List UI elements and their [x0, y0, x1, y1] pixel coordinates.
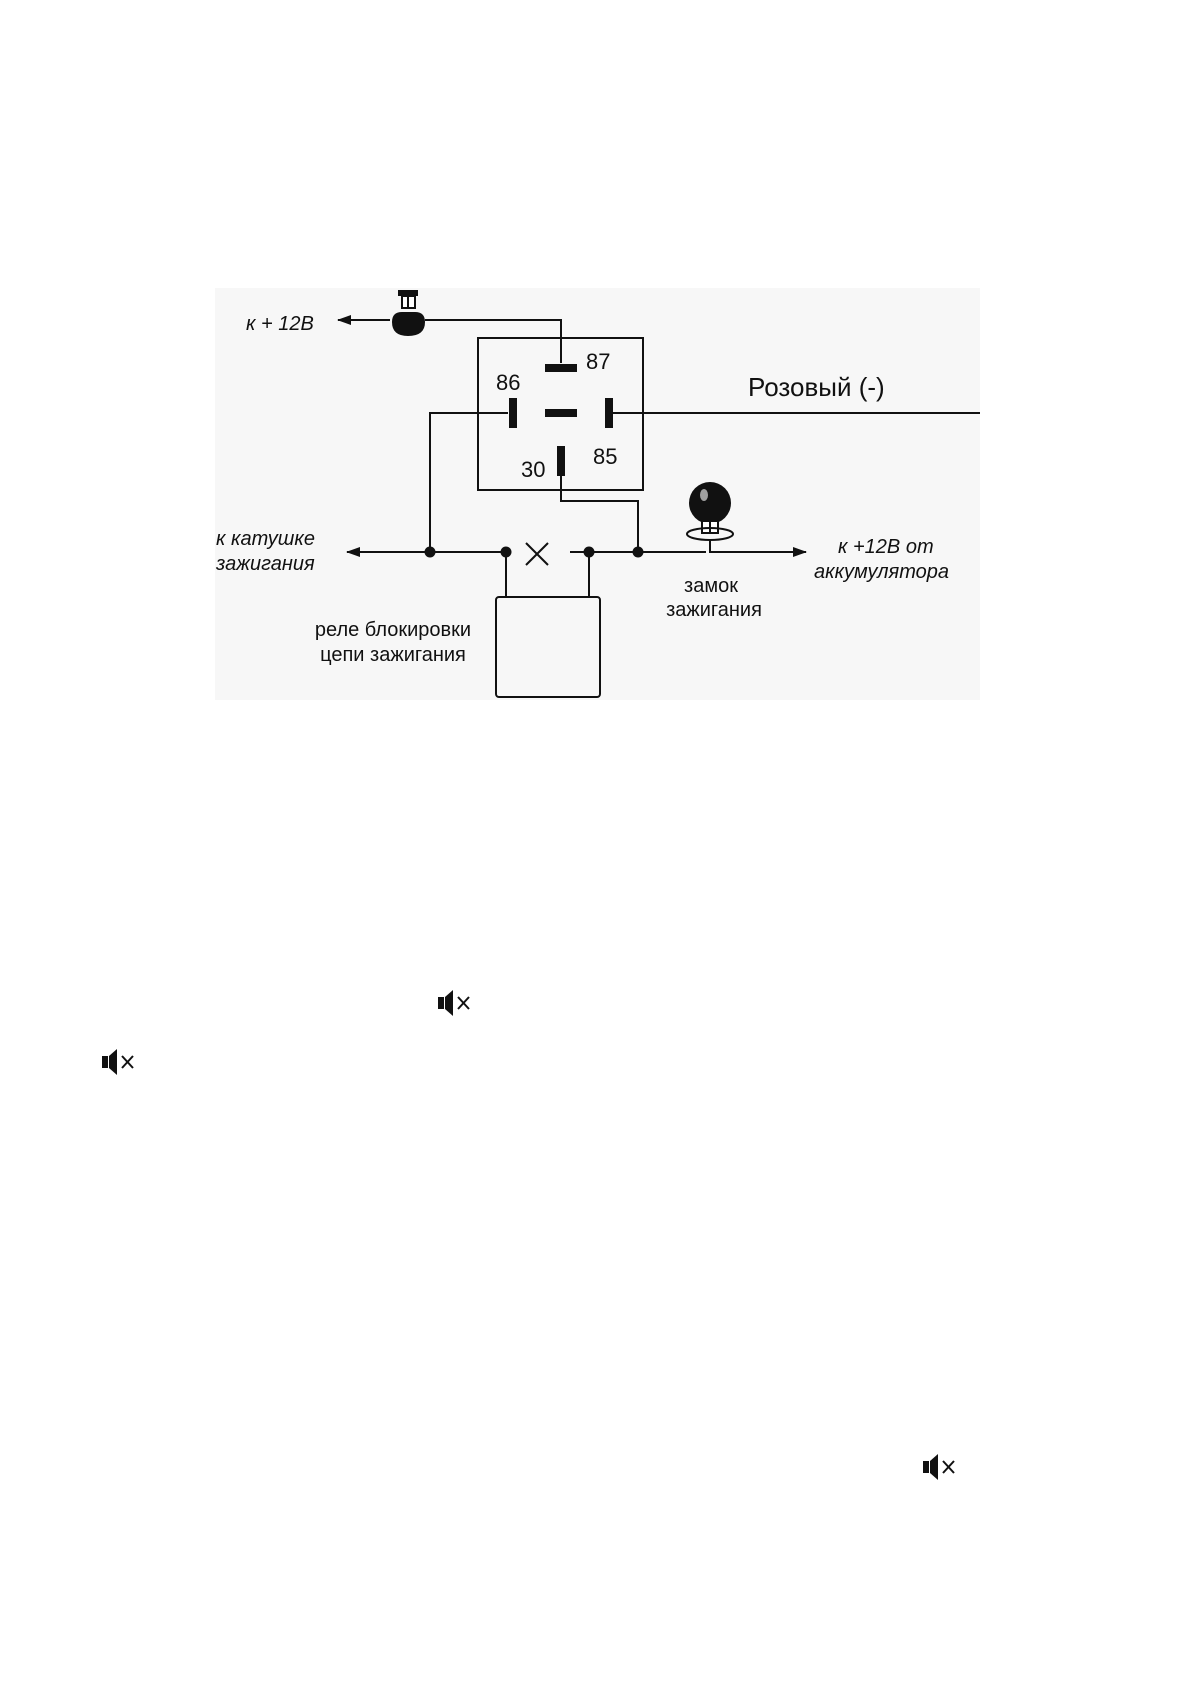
label-terminal-87: 87 [586, 349, 610, 374]
label-terminal-30: 30 [521, 457, 545, 482]
diagram-background [215, 288, 980, 700]
label-blocking-relay-line2: цепи зажигания [320, 644, 466, 666]
label-terminal-86: 86 [496, 370, 520, 395]
terminal-85-contact [605, 398, 613, 428]
terminal-30-contact [557, 446, 565, 476]
label-blocking-relay-line1: реле блокировки [315, 619, 471, 641]
label-coil-line1: к катушке [216, 528, 315, 550]
wire-lock-to-battery [709, 540, 807, 557]
label-lock-line1: замок [684, 575, 738, 597]
ignition-key-icon [686, 482, 734, 541]
label-terminal-85: 85 [593, 444, 617, 469]
junction-dot-coil [424, 546, 436, 558]
label-pink-wire: Розовый (-) [748, 372, 885, 402]
junction-dot-30 [632, 546, 644, 558]
label-coil-line2: зажигания [215, 553, 315, 575]
speaker-muted-icon[interactable] [436, 987, 474, 1019]
fuse-icon [392, 290, 425, 336]
wire-86-to-coil [429, 412, 508, 552]
terminal-87-contact [545, 364, 577, 372]
junction-dot-relay-left [500, 546, 512, 558]
label-lock-line2: зажигания [666, 599, 762, 621]
speaker-muted-icon[interactable] [100, 1046, 138, 1078]
label-to-plus-12v: к + 12В [246, 313, 314, 335]
terminal-center-contact [545, 409, 577, 417]
label-battery-line2: аккумулятора [814, 561, 949, 583]
label-battery-line1: к +12В от [838, 536, 934, 558]
terminal-86-contact [509, 398, 517, 428]
cut-mark-b [525, 542, 549, 566]
blocking-relay-box [495, 596, 601, 698]
wire-87-to-fuse [425, 319, 562, 363]
speaker-muted-icon[interactable] [921, 1451, 959, 1483]
junction-dot-relay-right [583, 546, 595, 558]
wire-30-to-junction [560, 474, 639, 552]
